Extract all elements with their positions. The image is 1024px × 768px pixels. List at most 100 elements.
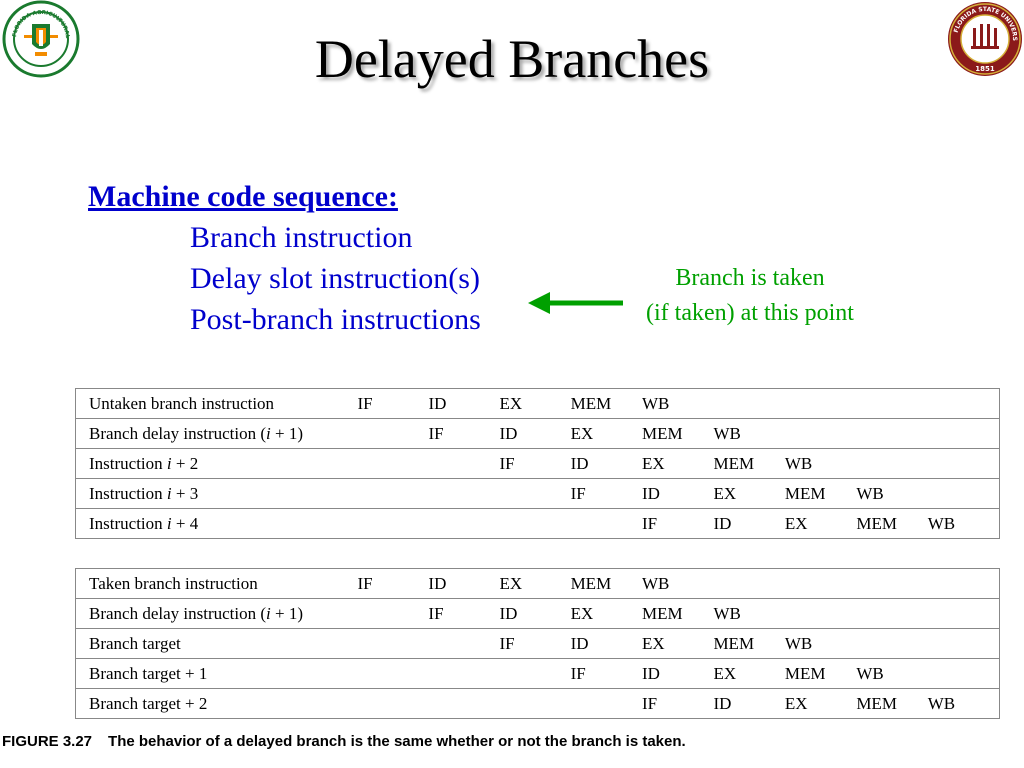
stage-cell: IF bbox=[428, 598, 500, 629]
stage-cell bbox=[428, 628, 500, 659]
stage-cell: IF bbox=[570, 478, 643, 509]
stage-cell bbox=[428, 448, 500, 479]
stage-cell bbox=[357, 508, 429, 539]
stage-cell bbox=[428, 658, 500, 689]
stage-cell bbox=[357, 658, 429, 689]
stage-cell: ID bbox=[499, 598, 571, 629]
stage-cell: WB bbox=[642, 388, 714, 419]
stage-cell bbox=[570, 508, 643, 539]
stage-cell bbox=[357, 688, 429, 719]
instruction-label-cell: Instruction i + 2 bbox=[75, 448, 358, 479]
stage-cell: ID bbox=[570, 448, 643, 479]
stage-cell bbox=[784, 568, 857, 599]
stage-cell bbox=[927, 568, 1000, 599]
stage-cell bbox=[428, 508, 500, 539]
stage-cell: ID bbox=[713, 688, 785, 719]
stage-cell bbox=[927, 658, 1000, 689]
instruction-label-cell: Untaken branch instruction bbox=[75, 388, 358, 419]
stage-cell: MEM bbox=[784, 478, 857, 509]
fsu-seal-year: 1851 bbox=[975, 65, 995, 73]
stage-cell bbox=[428, 688, 500, 719]
stage-cell: WB bbox=[856, 478, 928, 509]
stage-cell: EX bbox=[784, 508, 857, 539]
instruction-label-cell: Branch target bbox=[75, 628, 358, 659]
stage-cell: ID bbox=[570, 628, 642, 659]
instruction-label-cell: Taken branch instruction bbox=[75, 568, 358, 599]
stage-cell: EX bbox=[570, 598, 642, 629]
stage-cell: ID bbox=[428, 388, 500, 419]
stage-cell: ID bbox=[499, 418, 571, 449]
sequence-line-delay-slot: Delay slot instruction(s) bbox=[190, 262, 480, 295]
stage-cell bbox=[784, 598, 857, 629]
stage-cell bbox=[856, 568, 928, 599]
stage-cell: EX bbox=[713, 478, 785, 509]
stage-cell: ID bbox=[713, 508, 785, 539]
instruction-label-cell: Instruction i + 3 bbox=[75, 478, 358, 509]
stage-cell bbox=[784, 388, 857, 419]
stage-cell bbox=[428, 478, 500, 509]
stage-cell: EX bbox=[499, 388, 571, 419]
stage-cell: WB bbox=[856, 658, 928, 689]
stage-cell: MEM bbox=[570, 568, 642, 599]
stage-cell: IF bbox=[642, 508, 714, 539]
stage-cell: MEM bbox=[642, 598, 714, 629]
left-arrow-icon bbox=[528, 292, 623, 314]
stage-cell: IF bbox=[357, 568, 429, 599]
stage-cell bbox=[713, 568, 785, 599]
stage-cell: IF bbox=[570, 658, 642, 689]
stage-cell: ID bbox=[428, 568, 500, 599]
branch-note-line-1: Branch is taken bbox=[675, 265, 825, 291]
stage-cell bbox=[927, 418, 1000, 449]
stage-cell: MEM bbox=[570, 388, 643, 419]
stage-cell bbox=[927, 478, 1000, 509]
stage-cell bbox=[357, 448, 429, 479]
stage-cell: IF bbox=[499, 628, 571, 659]
stage-cell bbox=[499, 658, 571, 689]
famu-seal-icon: FLORIDA AGRICULTURAL bbox=[2, 0, 80, 78]
stage-cell bbox=[856, 448, 928, 479]
sequence-line-post-branch: Post-branch instructions bbox=[190, 303, 481, 336]
stage-cell bbox=[713, 388, 785, 419]
stage-cell bbox=[499, 688, 571, 719]
stage-cell: ID bbox=[642, 658, 714, 689]
branch-note-line-2: (if taken) at this point bbox=[646, 300, 854, 326]
instruction-label-cell: Branch delay instruction (i + 1) bbox=[75, 598, 358, 629]
instruction-label-cell: Branch delay instruction (i + 1) bbox=[75, 418, 358, 449]
stage-cell bbox=[357, 418, 429, 449]
stage-cell bbox=[856, 418, 928, 449]
stage-cell: WB bbox=[713, 598, 785, 629]
figure-number: FIGURE 3.27 bbox=[2, 733, 93, 750]
stage-cell bbox=[357, 628, 429, 659]
stage-cell: ID bbox=[642, 478, 714, 509]
slide-title: Delayed Branches bbox=[314, 29, 710, 89]
stage-cell bbox=[856, 388, 928, 419]
stage-cell: IF bbox=[499, 448, 571, 479]
instruction-label-cell: Branch target + 1 bbox=[75, 658, 358, 689]
stage-cell: IF bbox=[642, 688, 714, 719]
stage-cell: WB bbox=[713, 418, 785, 449]
stage-cell: EX bbox=[642, 448, 714, 479]
stage-cell bbox=[927, 598, 1000, 629]
stage-cell bbox=[357, 478, 429, 509]
stage-cell bbox=[784, 418, 857, 449]
figure-caption-text: The behavior of a delayed branch is the … bbox=[108, 733, 686, 750]
stage-cell bbox=[927, 448, 1000, 479]
figure-caption: FIGURE 3.27 The behavior of a delayed bra… bbox=[2, 733, 686, 750]
stage-cell bbox=[499, 508, 571, 539]
instruction-label-cell: Instruction i + 4 bbox=[75, 508, 358, 539]
stage-cell: EX bbox=[784, 688, 857, 719]
stage-cell: EX bbox=[570, 418, 643, 449]
sequence-heading: Machine code sequence: bbox=[88, 180, 398, 213]
stage-cell: WB bbox=[642, 568, 714, 599]
stage-cell: EX bbox=[499, 568, 571, 599]
stage-cell: EX bbox=[642, 628, 714, 659]
stage-cell: WB bbox=[784, 448, 857, 479]
